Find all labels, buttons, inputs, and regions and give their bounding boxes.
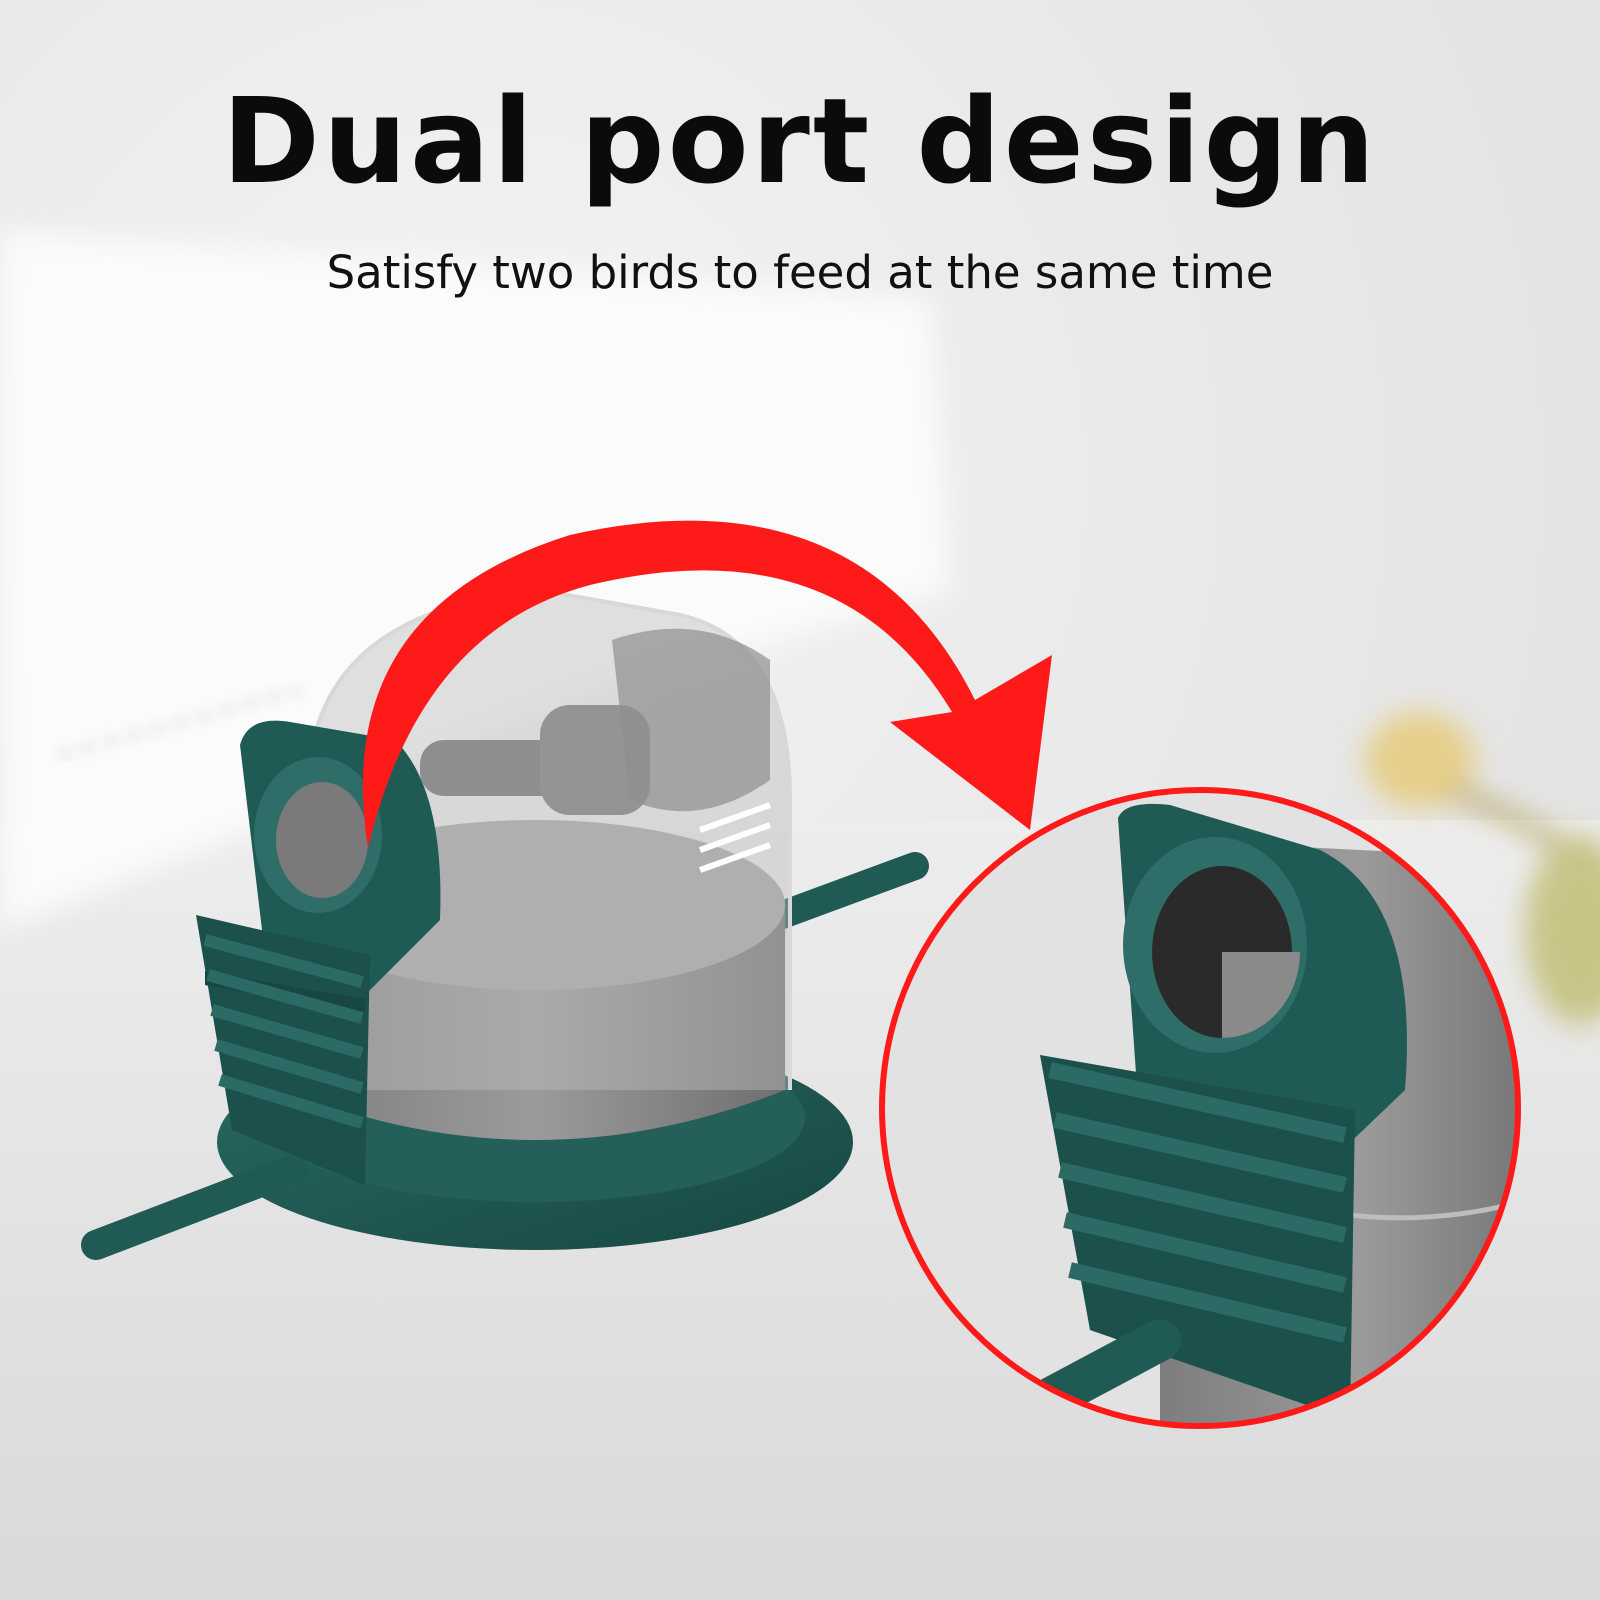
rear-feeding-port xyxy=(612,628,770,812)
headline: Dual port design xyxy=(222,72,1378,210)
blurred-flower xyxy=(1365,712,1600,1025)
zoom-port-grill xyxy=(1040,1055,1355,1420)
zoom-circle-outline xyxy=(879,787,1521,1429)
front-port-grill xyxy=(196,915,370,1185)
front-perch xyxy=(81,1155,307,1260)
zoom-detail-view xyxy=(879,787,1521,1429)
box-print-line xyxy=(59,687,301,758)
bird-feeder xyxy=(81,587,929,1260)
red-curved-arrow xyxy=(362,520,1052,848)
rear-port-grill xyxy=(698,802,772,873)
subheadline: Satisfy two birds to feed at the same ti… xyxy=(326,246,1274,299)
port-opening xyxy=(276,782,368,898)
